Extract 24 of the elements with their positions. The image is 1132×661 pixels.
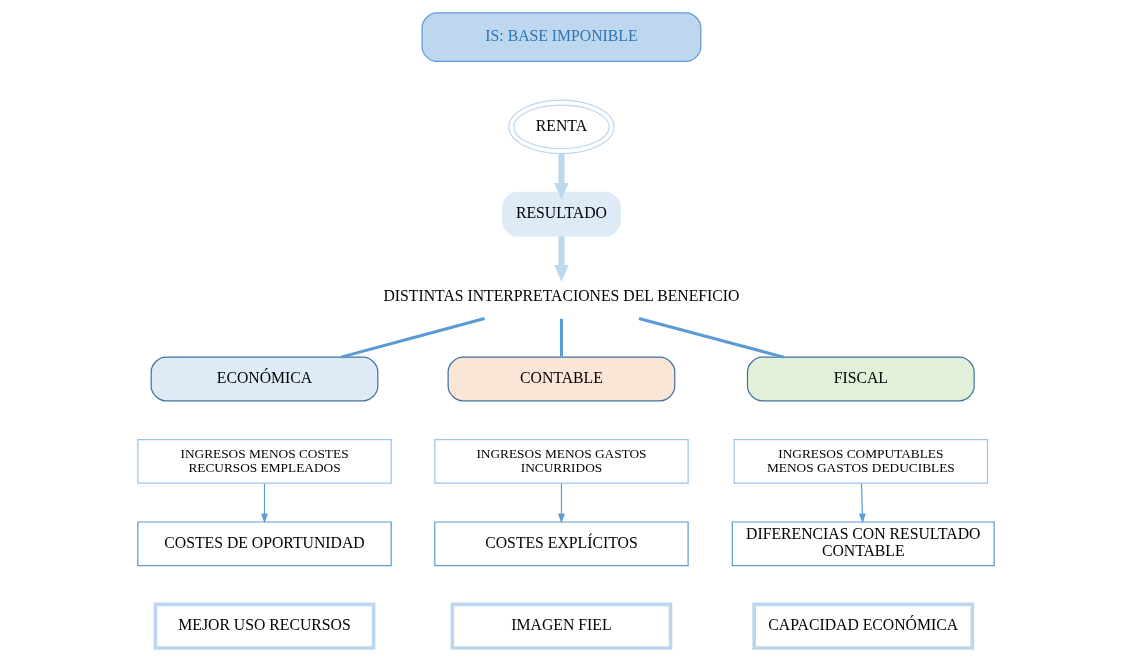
arrow xyxy=(554,153,569,200)
connector xyxy=(340,317,485,359)
node-box: INGRESOS MENOS COSTES RECURSOS EMPLEADOS xyxy=(137,438,392,484)
node-box: FISCAL xyxy=(746,356,975,402)
node-box: IS: BASE IMPONIBLE xyxy=(421,12,702,63)
node-box: CAPACIDAD ECONÓMICA xyxy=(752,602,975,650)
node-box: IMAGEN FIEL xyxy=(450,602,673,650)
arrow xyxy=(558,483,565,524)
connector xyxy=(559,318,563,357)
connector xyxy=(638,317,785,359)
node-box: CONTABLE xyxy=(447,356,676,402)
node-box: INGRESOS MENOS GASTOS INCURRIDOS xyxy=(434,438,689,484)
node-box: RESULTADO xyxy=(502,191,621,237)
node-box: DIFERENCIAS CON RESULTADO CONTABLE xyxy=(731,521,995,567)
node-box: ECONÓMICA xyxy=(150,356,379,402)
node-box: MEJOR USO RECURSOS xyxy=(153,602,376,650)
node-box: INGRESOS COMPUTABLES MENOS GASTOS DEDUCIBLES xyxy=(733,438,989,484)
node-box: COSTES DE OPORTUNIDAD xyxy=(137,521,392,567)
node-ellipse: RENTA xyxy=(508,99,615,155)
arrow xyxy=(858,483,866,524)
arrow xyxy=(261,483,268,524)
node-box: COSTES EXPLÍCITOS xyxy=(434,521,689,567)
arrow xyxy=(554,236,569,282)
node-text: DISTINTAS INTERPRETACIONES DEL BENEFICIO xyxy=(383,286,740,304)
